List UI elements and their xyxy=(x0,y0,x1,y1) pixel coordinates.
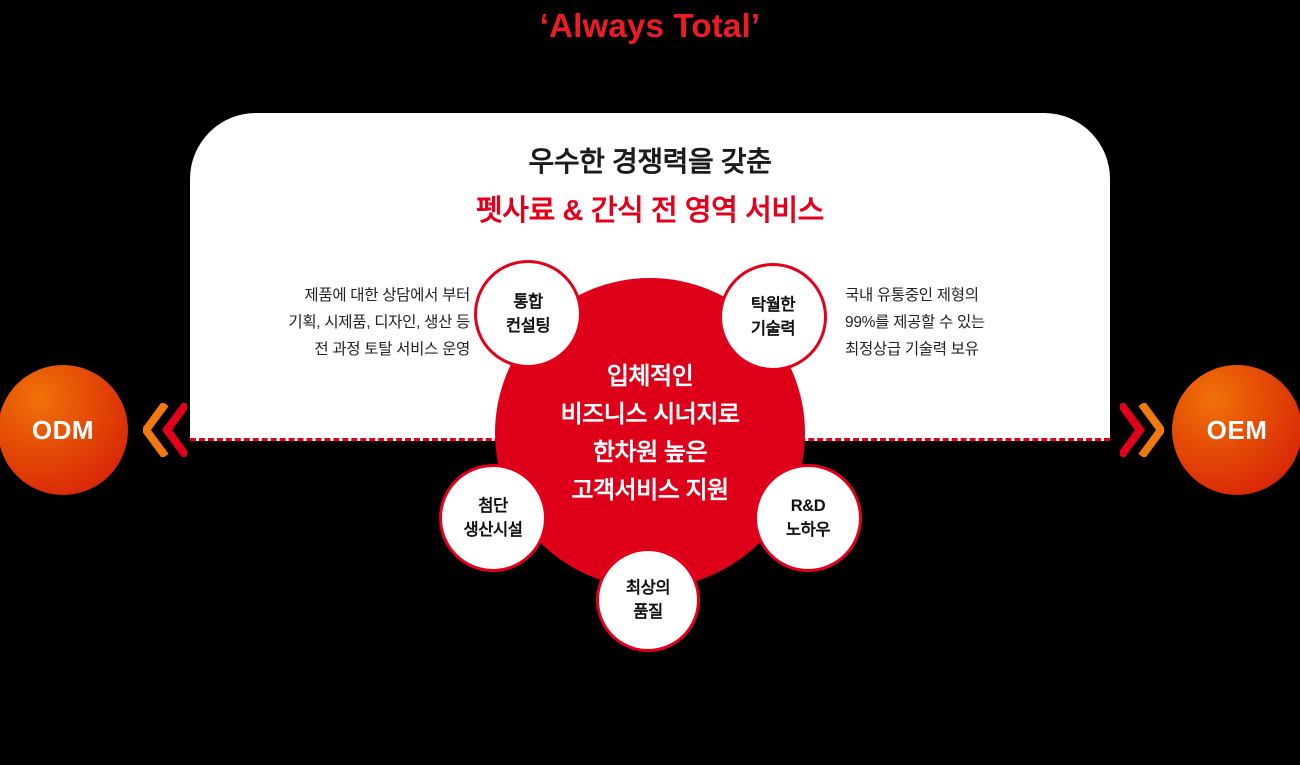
bubble-facility-label: 첨단 생산시설 xyxy=(463,497,523,539)
card-title-secondary: 펫사료 & 간식 전 영역 서비스 xyxy=(476,195,824,227)
oem-sphere[interactable]: OEM xyxy=(1172,365,1300,495)
card-title-primary: 우수한 경쟁력을 갖춘 xyxy=(528,146,772,177)
bubble-technology-label: 탁월한 기술력 xyxy=(750,296,796,338)
bubble-facility[interactable]: 첨단 생산시설 xyxy=(439,464,547,572)
bubble-technology[interactable]: 탁월한 기술력 xyxy=(719,263,827,371)
bubble-quality[interactable]: 최상의 품질 xyxy=(596,548,700,652)
description-right: 국내 유통중인 제형의 99%를 제공할 수 있는 최정상급 기술력 보유 xyxy=(845,287,985,358)
bubble-quality-label: 최상의 품질 xyxy=(625,579,671,621)
description-left: 제품에 대한 상담에서 부터 기획, 시제품, 디자인, 생산 등 전 과정 토… xyxy=(288,287,470,358)
double-chevron-left-icon xyxy=(143,403,187,457)
odm-sphere[interactable]: ODM xyxy=(0,365,128,495)
bubble-consulting[interactable]: 통합 컨설팅 xyxy=(474,260,582,368)
bubble-consulting-label: 통합 컨설팅 xyxy=(505,293,551,335)
oem-label: OEM xyxy=(1206,414,1268,445)
bubble-rnd[interactable]: R&D 노하우 xyxy=(754,464,862,572)
bubble-rnd-label: R&D 노하우 xyxy=(785,497,831,539)
headline-always-total: ‘Always Total’ xyxy=(539,7,761,44)
center-hub-text: 입체적인 비즈니스 시너지로 한차원 높은 고객서비스 지원 xyxy=(560,363,740,504)
double-chevron-right-icon xyxy=(1120,403,1164,457)
odm-label: ODM xyxy=(31,414,95,445)
